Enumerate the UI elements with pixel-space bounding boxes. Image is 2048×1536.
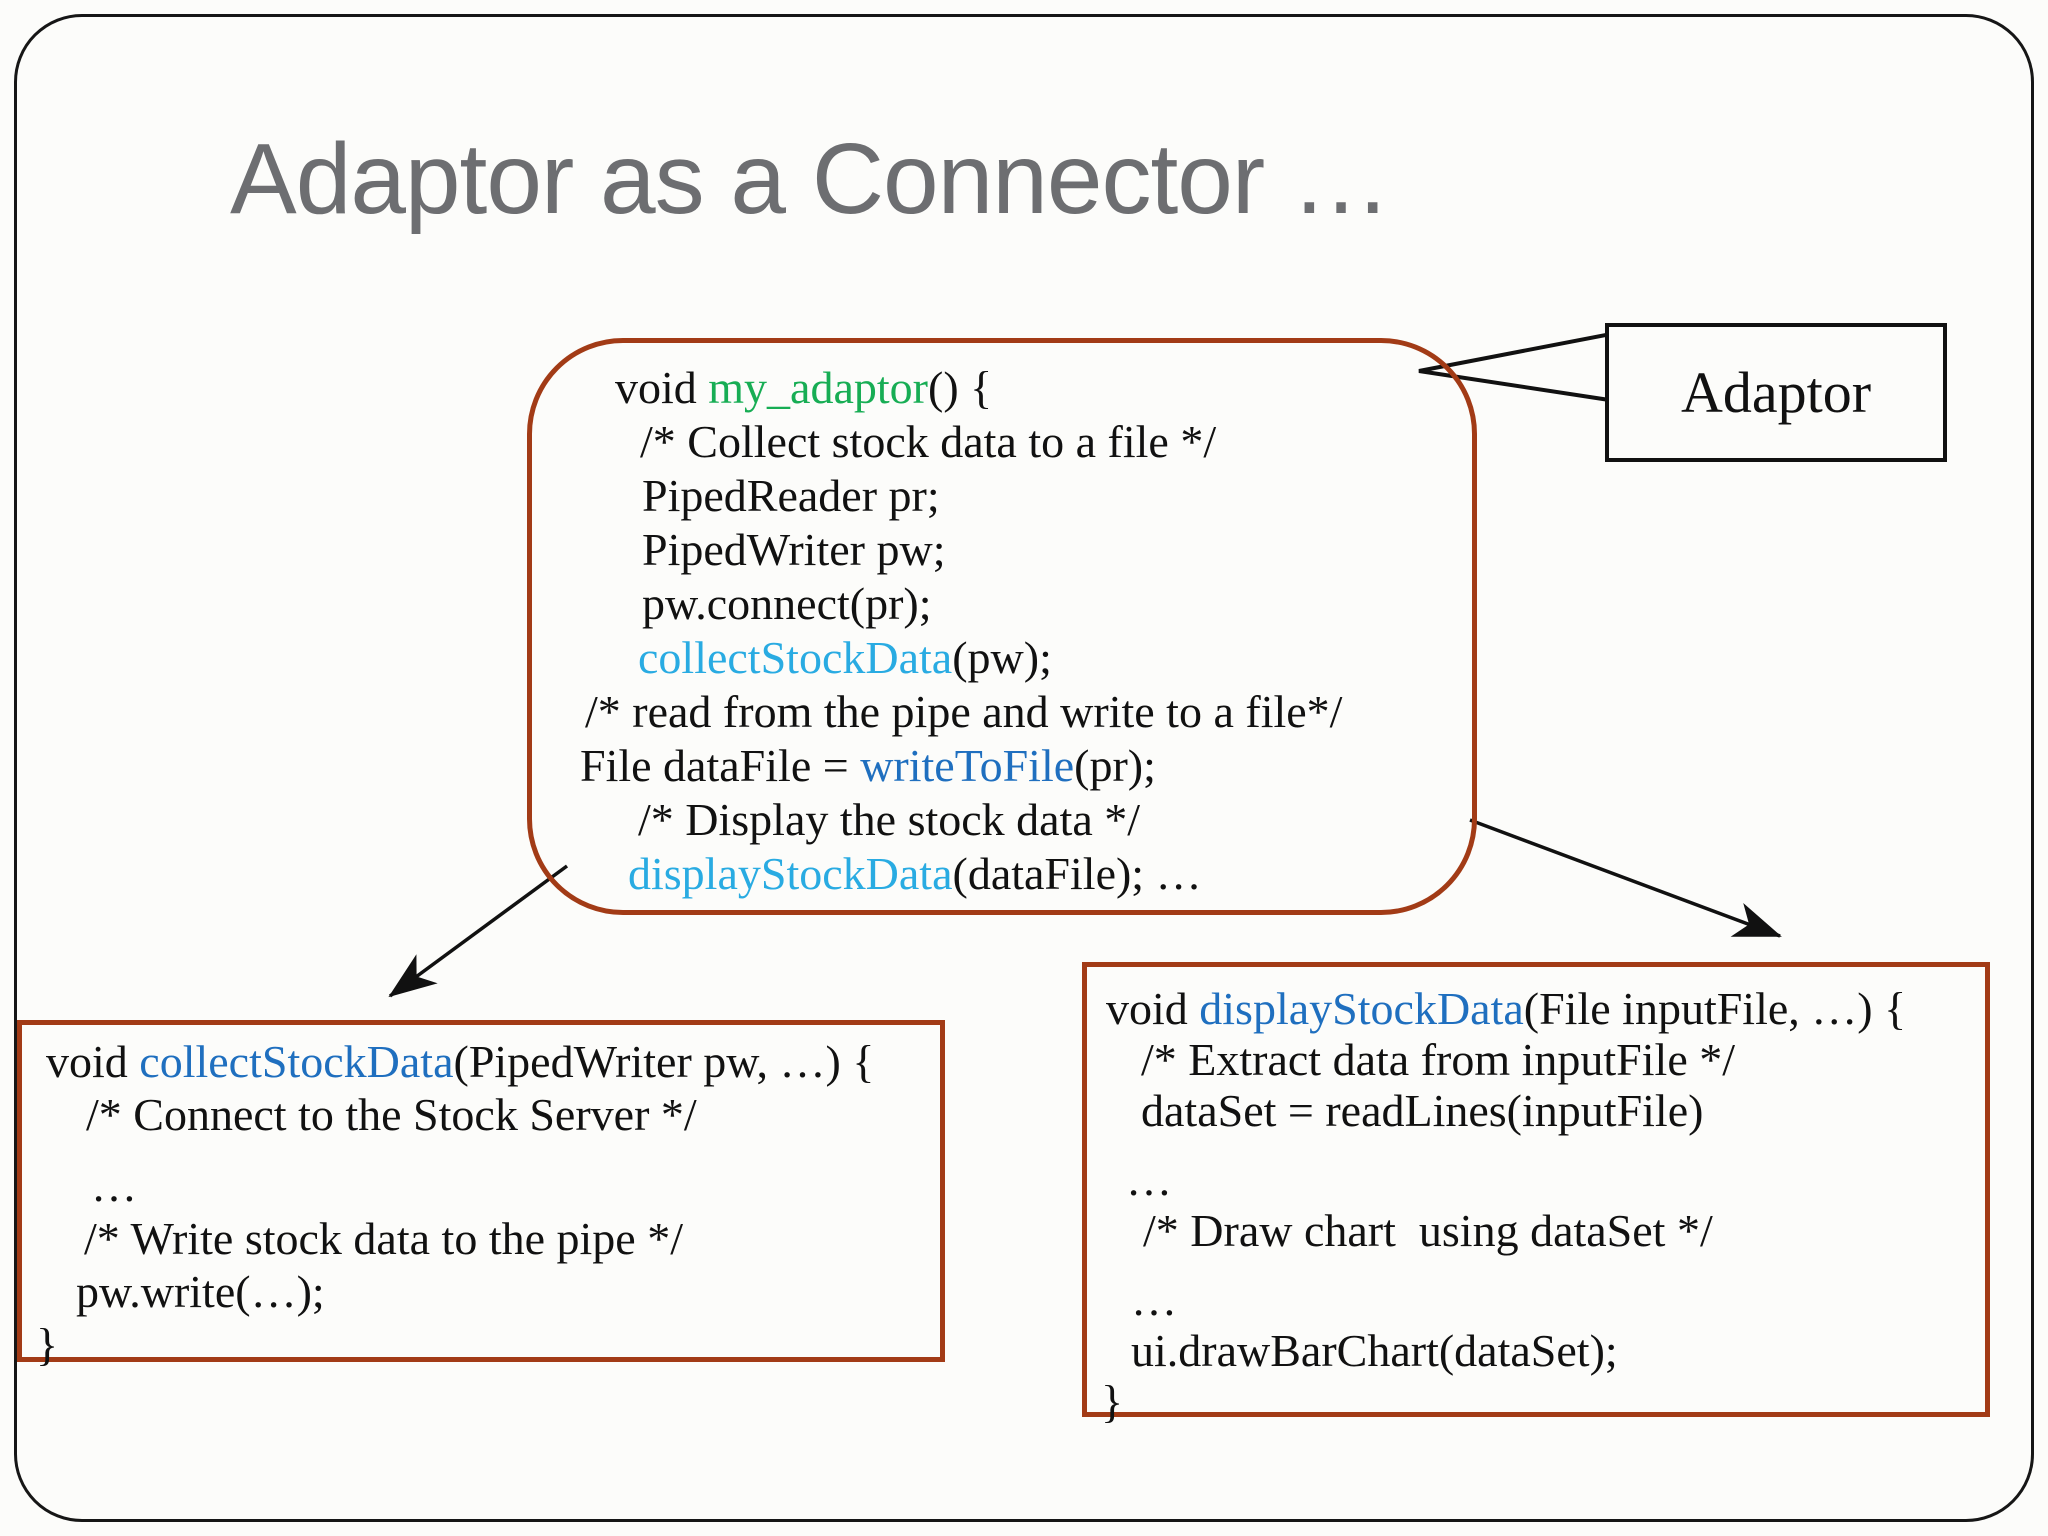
code-line: /* Collect stock data to a file */ bbox=[580, 415, 1462, 469]
code-line: } bbox=[36, 1318, 934, 1371]
code-segment: ui.drawBarChart(dataSet); bbox=[1131, 1325, 1618, 1376]
code-segment: pw.connect(pr); bbox=[642, 578, 932, 629]
code-segment: (File inputFile, …) { bbox=[1523, 983, 1907, 1034]
code-line: File dataFile = writeToFile(pr); bbox=[580, 739, 1462, 793]
code-line: collectStockData(pw); bbox=[580, 631, 1462, 685]
code-line: … bbox=[36, 1159, 934, 1212]
code-segment: displayStockData bbox=[628, 848, 953, 899]
adaptor-callout-box: Adaptor bbox=[1605, 323, 1947, 462]
code-segment: pw.write(…); bbox=[76, 1266, 325, 1317]
code-line: … bbox=[1101, 1154, 1979, 1205]
code-segment: … bbox=[1131, 1274, 1177, 1325]
code-line: PipedReader pr; bbox=[580, 469, 1462, 523]
code-segment: /* read from the pipe and write to a fil… bbox=[585, 686, 1343, 737]
arrow-to-collect-stock-data bbox=[388, 864, 569, 998]
code-segment: (pw); bbox=[952, 632, 1052, 683]
code-segment: (pr); bbox=[1074, 740, 1156, 791]
code-line: /* Display the stock data */ bbox=[580, 793, 1462, 847]
code-line: /* Connect to the Stock Server */ bbox=[36, 1088, 934, 1141]
code-segment: } bbox=[1101, 1376, 1124, 1427]
code-segment: (dataFile); … bbox=[952, 848, 1202, 899]
code-segment: File dataFile = bbox=[580, 740, 861, 791]
code-line: pw.connect(pr); bbox=[580, 577, 1462, 631]
code-segment: writeToFile bbox=[860, 740, 1075, 791]
arrow-to-display-stock-data bbox=[1469, 818, 1782, 938]
code-segment: } bbox=[36, 1319, 59, 1370]
code-line: /* Draw chart using dataSet */ bbox=[1101, 1205, 1979, 1256]
code-segment: PipedReader pr; bbox=[642, 470, 940, 521]
code-segment: /* Extract data from inputFile */ bbox=[1141, 1034, 1736, 1085]
code-segment: … bbox=[1126, 1154, 1172, 1205]
code-segment: (PipedWriter pw, …) { bbox=[453, 1036, 875, 1087]
code-line: void collectStockData(PipedWriter pw, …)… bbox=[36, 1035, 934, 1088]
adaptor-callout-label: Adaptor bbox=[1680, 360, 1872, 425]
code-segment: /* Write stock data to the pipe */ bbox=[84, 1213, 683, 1264]
code-line: … bbox=[1101, 1274, 1979, 1325]
code-segment: void bbox=[1106, 983, 1200, 1034]
code-segment: /* Connect to the Stock Server */ bbox=[86, 1089, 697, 1140]
adaptor-code-box: void my_adaptor() {/* Collect stock data… bbox=[527, 338, 1477, 915]
code-segment: PipedWriter pw; bbox=[642, 524, 946, 575]
code-segment: … bbox=[91, 1160, 137, 1211]
code-line: /* Write stock data to the pipe */ bbox=[36, 1212, 934, 1265]
code-segment: displayStockData bbox=[1199, 983, 1524, 1034]
code-segment: void bbox=[46, 1036, 140, 1087]
code-segment: /* Collect stock data to a file */ bbox=[640, 416, 1217, 467]
code-segment: my_adaptor bbox=[708, 362, 928, 413]
code-line: void my_adaptor() { bbox=[580, 361, 1462, 415]
code-segment: dataSet = readLines(inputFile) bbox=[1141, 1085, 1704, 1136]
display-stock-data-code-box: void displayStockData(File inputFile, …)… bbox=[1082, 962, 1990, 1427]
code-line: PipedWriter pw; bbox=[580, 523, 1462, 577]
code-segment: /* Draw chart using dataSet */ bbox=[1143, 1205, 1713, 1256]
code-line: pw.write(…); bbox=[36, 1265, 934, 1318]
code-segment: collectStockData bbox=[638, 632, 953, 683]
code-line: void displayStockData(File inputFile, …)… bbox=[1101, 983, 1979, 1034]
code-line: dataSet = readLines(inputFile) bbox=[1101, 1085, 1979, 1136]
code-segment: collectStockData bbox=[139, 1036, 454, 1087]
collect-stock-data-code-box: void collectStockData(PipedWriter pw, …)… bbox=[17, 1020, 945, 1370]
page-title: Adaptor as a Connector … bbox=[230, 123, 1391, 235]
code-line: ui.drawBarChart(dataSet); bbox=[1101, 1325, 1979, 1376]
code-segment: /* Display the stock data */ bbox=[638, 794, 1141, 845]
code-line: /* read from the pipe and write to a fil… bbox=[580, 685, 1462, 739]
code-line: displayStockData(dataFile); … bbox=[580, 847, 1462, 901]
code-segment: () { bbox=[928, 362, 993, 413]
code-line: /* Extract data from inputFile */ bbox=[1101, 1034, 1979, 1085]
code-line: } bbox=[1101, 1376, 1979, 1427]
code-segment: void bbox=[615, 362, 709, 413]
